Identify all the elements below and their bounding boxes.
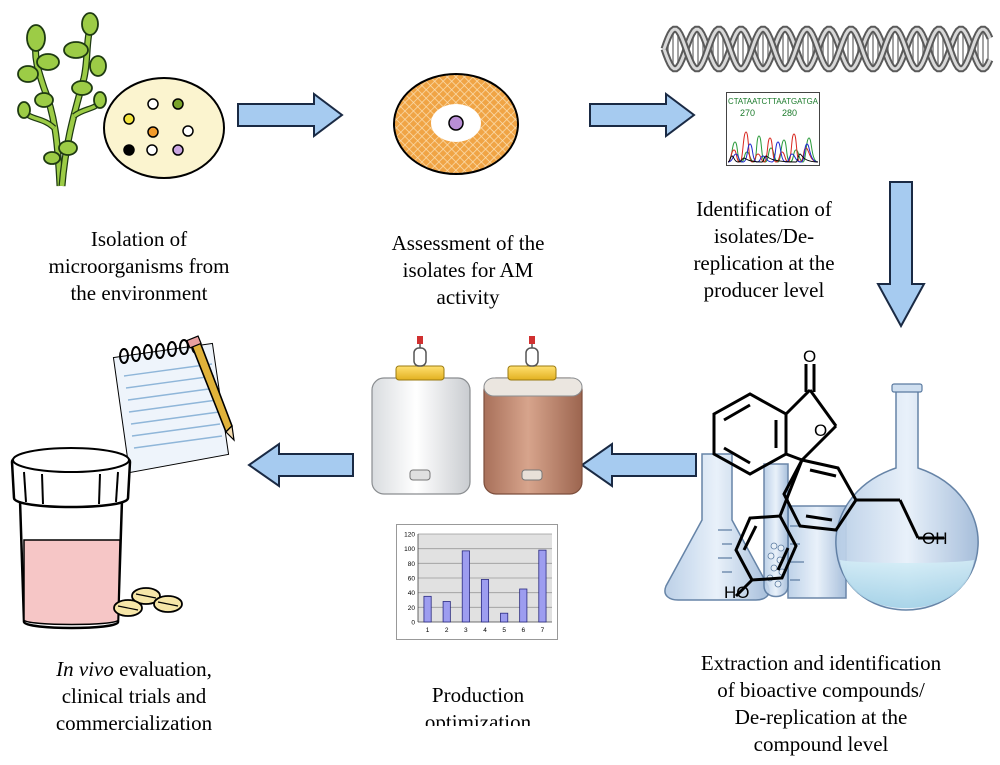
sequence-tick-280: 280 xyxy=(782,108,797,118)
caption-identification-line4: producer level xyxy=(703,278,825,302)
caption-invivo-line3: commercialization xyxy=(55,711,213,735)
caption-assessment: Assessment of the isolates for AM activi… xyxy=(360,230,576,311)
chart-ytick-label: 120 xyxy=(404,532,415,539)
caption-invivo-rest: evaluation, xyxy=(113,657,212,681)
arrow-down-to-extraction xyxy=(876,181,926,329)
caption-identification-line3: replication at the xyxy=(693,251,835,275)
caption-extraction-line3: De-replication at the xyxy=(734,705,908,729)
caption-extraction-line2: of bioactive compounds/ xyxy=(717,678,925,702)
chart-xtick-label: 4 xyxy=(483,627,487,634)
arrow-to-production xyxy=(580,442,697,488)
chart-bar xyxy=(442,601,451,623)
chart-bar xyxy=(461,550,470,623)
caption-invivo-line2: clinical trials and xyxy=(61,684,207,708)
caption-extraction: Extraction and identification of bioacti… xyxy=(676,650,966,758)
hydroxyl-label-left: HO xyxy=(724,583,750,602)
chart-ytick-label: 40 xyxy=(408,590,416,597)
chart-xtick-label: 3 xyxy=(464,627,468,634)
caption-isolation-line1: Isolation of xyxy=(90,227,188,251)
caption-invivo: In vivo evaluation, clinical trials and … xyxy=(14,656,254,737)
chart-bar xyxy=(480,579,490,623)
caption-extraction-line4: compound level xyxy=(753,732,889,756)
seaweed-illustration xyxy=(17,12,107,187)
caption-identification: Identification of isolates/De- replicati… xyxy=(664,196,864,304)
caption-assessment-line3: activity xyxy=(436,285,500,309)
notepad-pencil xyxy=(112,335,235,474)
chart-xtick-label: 1 xyxy=(426,627,430,634)
chart-ytick-label: 100 xyxy=(404,546,415,553)
fermenter-vessels xyxy=(371,336,583,495)
medicine-jar-tablets xyxy=(10,447,183,630)
sequence-tick-270: 270 xyxy=(740,108,755,118)
chemistry-glassware: O O HO OH xyxy=(664,347,979,611)
arrow-to-assessment xyxy=(237,92,344,138)
arrow-to-identification xyxy=(589,92,696,138)
production-bar-chart: 0 20 40 60 80 100 120 1 2 3 4 5 6 7 xyxy=(396,524,558,640)
caption-assessment-line1: Assessment of the xyxy=(391,231,545,255)
chart-ytick-label: 60 xyxy=(408,576,416,583)
caption-isolation: Isolation of microorganisms from the env… xyxy=(34,226,244,307)
caption-isolation-line3: the environment xyxy=(70,281,208,305)
chart-xtick-label: 6 xyxy=(521,627,525,634)
caption-extraction-line1: Extraction and identification xyxy=(700,651,942,675)
caption-production-line1: Production xyxy=(431,683,525,707)
dna-helix xyxy=(660,25,994,73)
sequencing-chromatogram: CTATAATCTTAATGATGA 270 280 xyxy=(726,92,820,166)
ring-oxygen-label: O xyxy=(814,421,827,440)
chart-ytick-label: 20 xyxy=(408,605,416,612)
carbonyl-oxygen-label: O xyxy=(803,347,816,366)
caption-assessment-line2: isolates for AM xyxy=(402,258,534,282)
chart-bar xyxy=(538,549,547,623)
inhibition-zone-plate xyxy=(393,73,519,175)
caption-identification-line1: Identification of xyxy=(696,197,832,221)
caption-invivo-italic: In vivo xyxy=(56,657,114,681)
chart-bar xyxy=(519,588,528,623)
chart-bar xyxy=(423,595,432,623)
caption-production: Production optimization xyxy=(386,682,570,726)
sequence-letters: CTATAATCTTAATGATGA xyxy=(728,96,818,106)
chart-bar xyxy=(500,612,509,623)
caption-isolation-line2: microorganisms from xyxy=(48,254,230,278)
chart-xtick-label: 5 xyxy=(502,627,506,634)
dna-strand-b-highlight xyxy=(662,27,992,71)
caption-production-line2: optimization xyxy=(424,710,532,726)
hydroxyl-label-right: OH xyxy=(922,529,948,548)
chart-ytick-label: 0 xyxy=(411,620,415,627)
arrow-to-invivo xyxy=(247,442,354,488)
caption-identification-line2: isolates/De- xyxy=(713,224,815,248)
chart-ytick-label: 80 xyxy=(408,561,416,568)
caption-invivo-line1: In vivo evaluation, xyxy=(14,656,254,683)
chart-xtick-label: 2 xyxy=(445,627,449,634)
petri-dish-colonies xyxy=(103,77,225,179)
dna-strand-a-highlight xyxy=(662,27,992,71)
chart-xtick-label: 7 xyxy=(541,627,545,634)
